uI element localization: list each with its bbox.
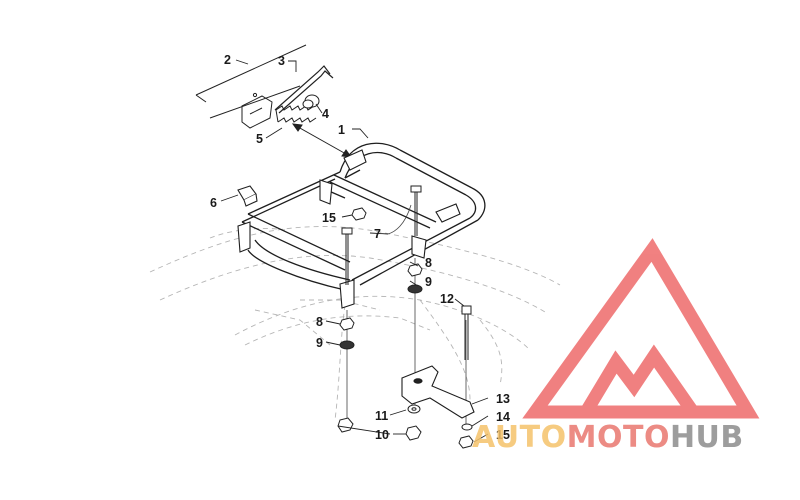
logo-triangle-icon	[522, 238, 760, 419]
nut-part-15-top	[351, 207, 367, 221]
callout-13: 13	[496, 392, 510, 406]
callout-10: 10	[375, 428, 389, 442]
callout-1: 1	[338, 123, 345, 137]
hinge-bracket	[241, 92, 273, 129]
knob-part-4	[302, 94, 320, 109]
callout-11: 11	[375, 409, 388, 423]
callout-2: 2	[224, 53, 231, 67]
washer-part-11	[407, 404, 421, 414]
callout-8-right: 8	[425, 256, 432, 270]
spring-part-5	[275, 105, 317, 123]
vehicle-body-outline	[149, 226, 561, 421]
callout-9-right: 9	[425, 275, 432, 289]
callout-15-top: 15	[322, 211, 336, 225]
callout-12: 12	[440, 292, 454, 306]
logo-text-hub: HUB	[670, 420, 744, 455]
panel-part-2	[195, 44, 307, 119]
callout-4: 4	[322, 107, 329, 121]
logo-text-auto: AUTO	[472, 420, 567, 455]
rack-frame-part-1	[241, 142, 486, 291]
bolt-part-12	[461, 305, 472, 360]
callout-3: 3	[278, 54, 285, 68]
bracket-part-13	[401, 365, 475, 419]
callout-leader-lines	[220, 59, 489, 443]
callout-7: 7	[374, 227, 381, 241]
callout-6: 6	[210, 196, 217, 210]
nut-part-15-bottom	[458, 435, 474, 449]
nut-part-8-left	[339, 317, 355, 331]
logo-text-moto: MOTO	[567, 420, 670, 455]
washer-part-9-right	[407, 284, 423, 294]
bolt-part-7	[341, 185, 422, 285]
pin-part-3	[274, 65, 334, 114]
callout-labels: 1 2 3 4 5 6 7 8 9 8 9 10 11 12 13 14 15 …	[210, 53, 510, 442]
washer-part-9-left	[339, 340, 355, 350]
cap-part-6	[237, 185, 258, 207]
washer-part-14	[461, 423, 473, 431]
callout-15-bottom: 15	[496, 428, 510, 442]
callout-5: 5	[256, 132, 263, 146]
rack-mount-blocks	[237, 149, 461, 309]
nut-part-10-right	[405, 425, 422, 441]
logo-text: AUTOMOTOHUB	[472, 420, 744, 455]
nut-part-10-left	[337, 417, 354, 433]
callout-9-left: 9	[316, 336, 323, 350]
automotohub-logo: AUTOMOTOHUB	[472, 238, 760, 455]
callout-14: 14	[496, 410, 510, 424]
nut-part-8-right	[407, 263, 423, 277]
callout-8-left: 8	[316, 315, 323, 329]
